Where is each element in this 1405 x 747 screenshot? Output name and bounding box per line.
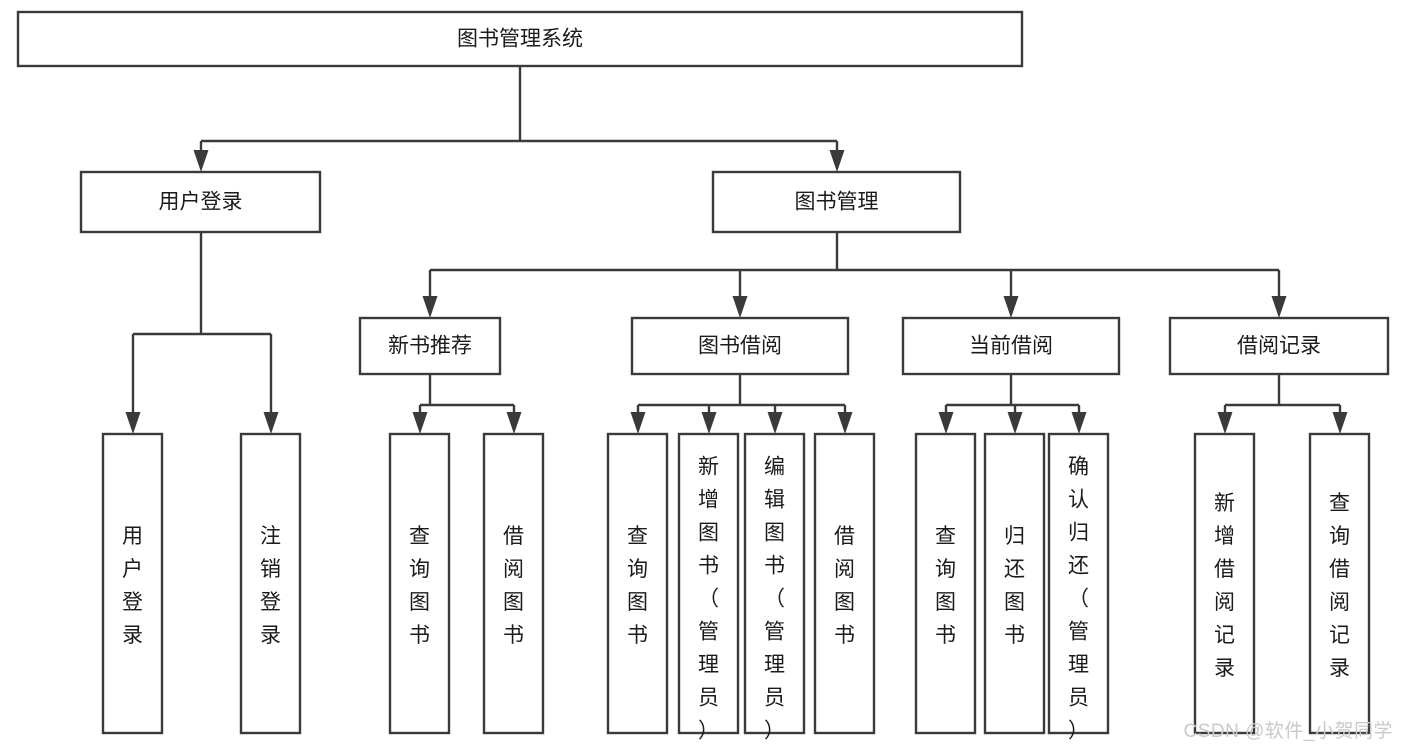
arrow-head-icon [506,412,522,434]
arrow-head-icon [1271,296,1287,318]
edge-group-user-login [125,232,279,434]
node-label: 用户登录 [159,191,243,214]
node-box[interactable] [1308,432,1371,735]
arrow-head-icon [1003,296,1019,318]
arrow-head-icon [837,412,853,434]
node-box[interactable] [914,432,977,735]
arrow-head-icon [125,412,141,434]
edge-group-book-borrow [630,374,853,434]
node-leaf-logout-login[interactable]: 注销登录 [239,432,302,735]
arrow-head-icon [829,150,845,172]
node-box[interactable] [1047,432,1110,735]
node-label: 借阅记录 [1237,335,1321,358]
node-box[interactable] [1168,316,1390,376]
arrow-head-icon [767,412,783,434]
edge-group-borrow-record [1217,374,1348,434]
node-leaf-add-borrow-record[interactable]: 新增借阅记录 [1193,432,1256,735]
node-leaf-borrow-book-1[interactable]: 借阅图书 [482,432,545,735]
node-label: 确认归还（管理员） [1068,456,1089,743]
node-borrow-record[interactable]: 借阅记录 [1168,316,1390,376]
node-book-manage[interactable]: 图书管理 [711,170,962,234]
node-box[interactable] [743,432,806,735]
watermark-label: CSDN @软件_小贺同学 [1183,721,1393,742]
node-label: 编辑图书（管理员） [764,456,785,743]
node-box[interactable] [630,316,850,376]
node-box[interactable] [101,432,164,735]
node-box[interactable] [606,432,669,735]
edge-group-root [193,66,845,172]
node-label: 借阅图书 [503,525,524,647]
node-label: 借阅图书 [834,525,855,647]
node-box[interactable] [358,316,502,376]
node-leaf-query-book-3[interactable]: 查询图书 [914,432,977,735]
node-label: 图书管理 [795,191,879,214]
node-leaf-add-book[interactable]: 新增图书（管理员） [677,432,740,743]
node-box[interactable] [388,432,451,735]
arrow-head-icon [193,150,209,172]
node-box[interactable] [482,432,545,735]
node-box[interactable] [711,170,962,234]
node-root[interactable]: 图书管理系统 [16,10,1024,68]
node-label: 查询图书 [935,525,956,647]
arrow-head-icon [1332,412,1348,434]
node-box[interactable] [677,432,740,735]
arrow-head-icon [701,412,717,434]
edge-group-current-borrow [938,374,1087,434]
arrow-head-icon [1007,412,1023,434]
edge-group-book-manage [422,232,1287,318]
arrow-head-icon [412,412,428,434]
node-leaf-edit-book[interactable]: 编辑图书（管理员） [743,432,806,743]
arrow-head-icon [1217,412,1233,434]
node-label: 新书推荐 [388,335,472,358]
node-label: 当前借阅 [969,335,1053,358]
node-box[interactable] [239,432,302,735]
arrow-head-icon [1071,412,1087,434]
node-box[interactable] [983,432,1046,735]
arrow-head-icon [263,412,279,434]
node-leaf-confirm-return[interactable]: 确认归还（管理员） [1047,432,1110,743]
node-label: 新增借阅记录 [1214,492,1235,680]
node-user-login[interactable]: 用户登录 [79,170,322,234]
arrow-head-icon [630,412,646,434]
node-leaf-query-book-2[interactable]: 查询图书 [606,432,669,735]
node-label: 查询图书 [409,525,430,647]
node-label: 图书借阅 [698,335,782,358]
node-current-borrow[interactable]: 当前借阅 [901,316,1121,376]
node-book-borrow[interactable]: 图书借阅 [630,316,850,376]
node-leaf-query-borrow-record[interactable]: 查询借阅记录 [1308,432,1371,735]
node-label: 图书管理系统 [457,28,583,51]
node-label: 查询图书 [627,525,648,647]
node-leaf-return-book[interactable]: 归还图书 [983,432,1046,735]
node-leaf-query-book-1[interactable]: 查询图书 [388,432,451,735]
node-label: 注销登录 [260,525,281,647]
node-new-book-recommend[interactable]: 新书推荐 [358,316,502,376]
node-leaf-borrow-book-2[interactable]: 借阅图书 [813,432,876,735]
arrow-head-icon [422,296,438,318]
node-label: 归还图书 [1004,525,1025,647]
node-box[interactable] [16,10,1024,68]
node-label: 用户登录 [122,525,143,647]
node-label: 查询借阅记录 [1329,492,1350,680]
node-leaf-user-login[interactable]: 用户登录 [101,432,164,735]
edge-group-new-book-recommend [412,374,522,434]
node-box[interactable] [813,432,876,735]
arrow-head-icon [938,412,954,434]
arrow-head-icon [732,296,748,318]
node-label: 新增图书（管理员） [698,456,719,743]
node-box[interactable] [79,170,322,234]
node-box[interactable] [901,316,1121,376]
node-box[interactable] [1193,432,1256,735]
